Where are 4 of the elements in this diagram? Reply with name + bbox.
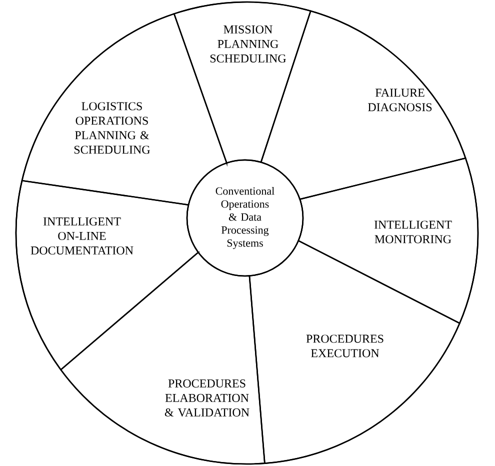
wheel-sector: MISSION PLANNING SCHEDULING [173, 1, 312, 164]
wheel-sector: INTELLIGENT MONITORING [298, 158, 479, 324]
node-label: Conventional Operations & Data Processing Systems [216, 187, 274, 249]
wheel-sector: INTELLIGENT ON-LINE DOCUMENTATION [15, 180, 199, 370]
